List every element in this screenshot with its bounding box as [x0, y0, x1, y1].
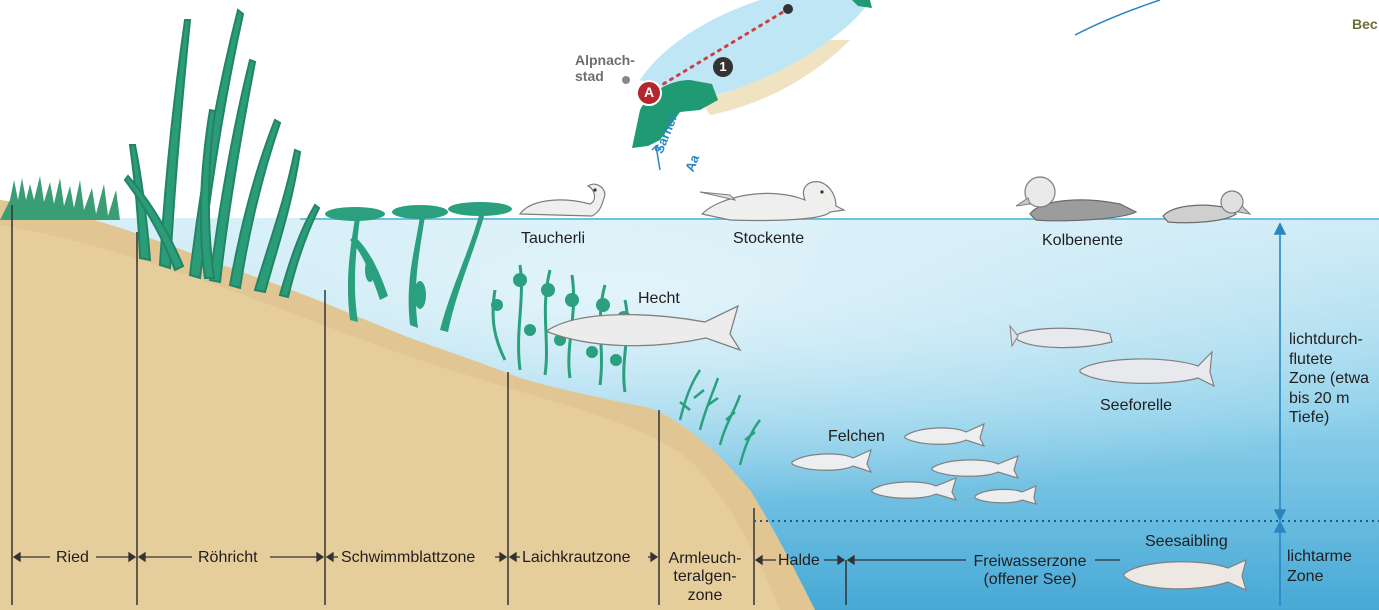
label-hecht: Hecht	[638, 290, 680, 308]
map-partial-label: Bec	[1352, 16, 1378, 32]
bird-kolbenente-2	[1163, 191, 1250, 223]
zone-freiwasser: Freiwasserzone (offener See)	[968, 553, 1092, 590]
label-taucherli: Taucherli	[521, 230, 585, 248]
label-seesaibling: Seesaibling	[1145, 533, 1228, 551]
zone-laichkraut: Laichkrautzone	[522, 549, 631, 567]
map-dot-end	[783, 4, 793, 14]
bird-kolbenente-1	[1016, 177, 1136, 221]
bird-taucherli	[520, 184, 605, 216]
zone-roehricht: Röhricht	[198, 549, 258, 567]
bird-stockente	[700, 182, 844, 221]
zone-schwimmblatt: Schwimmblattzone	[341, 549, 475, 567]
zone-armleuchteralgen: Armleuch- teralgen- zone	[666, 550, 744, 605]
zone-halde: Halde	[778, 552, 820, 570]
label-stockente: Stockente	[733, 230, 804, 248]
marker-a-label: A	[641, 84, 657, 100]
map-inset	[622, 0, 1160, 170]
marker-1-label: 1	[716, 59, 730, 74]
grass-tuft	[0, 176, 120, 220]
label-light-zone: lichtdurch- flutete Zone (etwa bis 20 m …	[1289, 330, 1369, 428]
label-felchen: Felchen	[828, 428, 885, 446]
label-seeforelle: Seeforelle	[1100, 397, 1172, 415]
river-line-top-right	[1075, 0, 1160, 35]
label-dark-zone: lichtarme Zone	[1287, 547, 1352, 586]
map-town-label: Alpnach- stad	[575, 52, 635, 84]
zone-ried: Ried	[56, 549, 89, 567]
label-kolbenente: Kolbenente	[1042, 232, 1123, 250]
